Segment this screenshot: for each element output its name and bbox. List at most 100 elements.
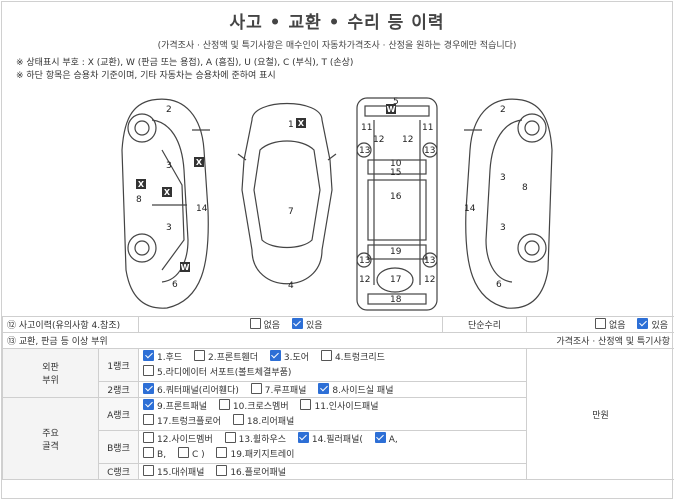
checkbox-icon[interactable] — [143, 414, 154, 425]
diagram-label: 6 — [172, 280, 178, 290]
checkbox-checked-icon[interactable] — [143, 350, 154, 361]
diagram-label: 12 — [359, 275, 370, 285]
diagram-label: 13 — [359, 146, 370, 156]
checkbox-icon[interactable] — [216, 447, 227, 458]
part-option[interactable]: 5.라디에이터 서포트(볼트체결부품) — [143, 368, 291, 378]
checkbox-checked-icon[interactable] — [318, 383, 329, 394]
checkbox-icon[interactable] — [595, 318, 606, 329]
checkbox-checked-icon[interactable] — [270, 350, 281, 361]
checkbox-icon[interactable] — [178, 447, 189, 458]
part-option[interactable]: 10.크로스멤버 — [219, 402, 289, 412]
part-option[interactable]: B, — [143, 450, 166, 460]
rank-label: B랭크 — [99, 431, 139, 464]
checkbox-icon[interactable] — [225, 432, 236, 443]
checkbox-checked-icon[interactable] — [298, 432, 309, 443]
part-option[interactable]: 9.프론트패널 — [143, 402, 207, 412]
checkbox-checked-icon[interactable] — [375, 432, 386, 443]
checkbox-icon[interactable] — [250, 318, 261, 329]
checkbox-icon[interactable] — [216, 465, 227, 476]
svg-text:X: X — [164, 188, 171, 197]
section-header-row: ⑬ 교환, 판금 등 이상 부위 가격조사 · 산정액 및 특기사항 — [3, 333, 674, 349]
diagram-label: 13 — [424, 256, 435, 266]
checkbox-checked-icon[interactable] — [292, 318, 303, 329]
rank-label: 2랭크 — [99, 382, 139, 398]
price-cell[interactable]: 만원 — [527, 349, 674, 480]
part-option[interactable]: 14.필러패널( — [298, 435, 363, 445]
diagram-label: 2 — [500, 105, 506, 115]
checkbox-checked-icon[interactable] — [637, 318, 648, 329]
checkbox-icon[interactable] — [143, 432, 154, 443]
mark-w-quarter: W — [180, 262, 190, 272]
checkbox-icon[interactable] — [143, 447, 154, 458]
mark-x-fender: X — [194, 157, 204, 167]
diagram-label: 13 — [359, 256, 370, 266]
simple-repair-yes-option[interactable]: 있음 — [637, 321, 668, 331]
accident-none-option[interactable]: 없음 — [250, 321, 281, 331]
diagram-label: 18 — [390, 295, 402, 305]
svg-text:W: W — [181, 263, 190, 272]
part-option[interactable]: 8.사이드실 패널 — [318, 386, 393, 396]
mark-w-radiator: W — [386, 104, 396, 114]
diagram-label: 4 — [288, 281, 294, 291]
part-option[interactable]: 3.도어 — [270, 353, 309, 363]
damage-table: ⑫ 사고이력(유의사항 4.참조) 없음 있음 단순수리 없음 있음 ⑬ 교환,… — [2, 316, 674, 480]
diagram-label: 2 — [166, 105, 172, 115]
checkbox-icon[interactable] — [251, 383, 262, 394]
part-option[interactable]: C ) — [178, 450, 205, 460]
vehicle-diagram: 2 3 3 14 6 8 1 7 4 5 11 11 12 12 13 13 1… — [2, 90, 674, 314]
diagram-label: 16 — [390, 192, 402, 202]
part-option[interactable]: 1.후드 — [143, 353, 182, 363]
checkbox-icon[interactable] — [219, 399, 230, 410]
diagram-label: 15 — [390, 168, 401, 178]
section-label: ⑬ 교환, 판금 등 이상 부위 — [3, 333, 443, 349]
checkbox-checked-icon[interactable] — [143, 383, 154, 394]
diagram-label: 14 — [464, 204, 476, 214]
part-option[interactable]: 11.인사이드패널 — [300, 402, 378, 412]
simple-repair-none-option[interactable]: 없음 — [595, 321, 626, 331]
part-option[interactable]: 13.휠하우스 — [225, 435, 286, 445]
simple-repair-label: 단순수리 — [443, 317, 527, 333]
mark-x-door-front: X — [136, 179, 146, 189]
checkbox-icon[interactable] — [143, 465, 154, 476]
part-option[interactable]: 7.루프패널 — [251, 386, 307, 396]
part-option[interactable]: 4.트렁크리드 — [321, 353, 385, 363]
svg-text:X: X — [196, 158, 203, 167]
part-option[interactable]: 15.대쉬패널 — [143, 468, 204, 478]
part-option[interactable]: 16.플로어패널 — [216, 468, 286, 478]
top-view — [238, 104, 336, 284]
checkbox-checked-icon[interactable] — [143, 399, 154, 410]
checkbox-icon[interactable] — [194, 350, 205, 361]
part-option[interactable]: 19.패키지트레이 — [216, 450, 294, 460]
checkbox-icon[interactable] — [143, 365, 154, 376]
part-option[interactable]: 17.트렁크플로어 — [143, 417, 221, 427]
accident-yes-option[interactable]: 있음 — [292, 321, 323, 331]
part-option[interactable]: A, — [375, 435, 398, 445]
part-option[interactable]: 2.프론트휀더 — [194, 353, 258, 363]
diagram-label: 8 — [522, 183, 528, 193]
diagram-label: 19 — [390, 247, 402, 257]
part-option[interactable]: 12.사이드멤버 — [143, 435, 213, 445]
svg-text:W: W — [387, 105, 396, 114]
note-line: ※ 상태표시 부호 : X (교환), W (판금 또는 용접), A (흠집)… — [16, 57, 353, 70]
right-side-view — [464, 99, 552, 308]
diagram-label: 8 — [136, 195, 142, 205]
rank-label: C랭크 — [99, 464, 139, 480]
diagram-label: 13 — [424, 146, 435, 156]
checkbox-icon[interactable] — [321, 350, 332, 361]
rank-label: A랭크 — [99, 398, 139, 431]
mark-x-door-rear: X — [162, 187, 172, 197]
diagram-label: 12 — [424, 275, 435, 285]
diagram-label: 1 — [288, 120, 294, 130]
checkbox-icon[interactable] — [300, 399, 311, 410]
price-header: 가격조사 · 산정액 및 특기사항 — [443, 333, 674, 349]
page-subtitle: (가격조사 · 산정액 및 특기사항은 매수인이 자동차가격조사 · 산정을 원… — [2, 38, 672, 51]
checkbox-icon[interactable] — [233, 414, 244, 425]
part-option[interactable]: 6.쿼터패널(리어휀다) — [143, 386, 239, 396]
part-option[interactable]: 18.리어패널 — [233, 417, 294, 427]
diagram-label: 12 — [373, 135, 384, 145]
diagram-label: 3 — [500, 223, 506, 233]
diagram-label: 3 — [500, 173, 506, 183]
